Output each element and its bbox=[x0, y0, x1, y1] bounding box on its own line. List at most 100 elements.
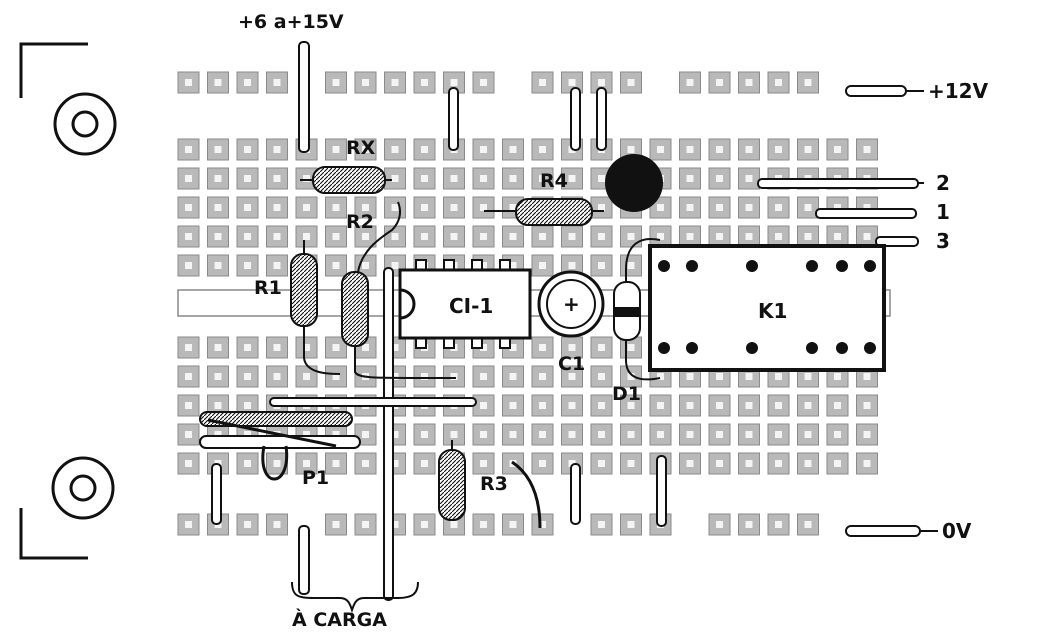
jumper-wires bbox=[211, 87, 667, 595]
pad-hole bbox=[421, 373, 428, 380]
label-load: À CARGA bbox=[292, 608, 387, 630]
mounting-bracket bbox=[19, 42, 88, 560]
pad-hole bbox=[745, 460, 753, 467]
pad-hole bbox=[863, 431, 871, 438]
pad-hole bbox=[450, 431, 458, 438]
pad-hole bbox=[244, 402, 251, 409]
pad-hole bbox=[332, 344, 340, 351]
label-terminal-2: 2 bbox=[936, 171, 950, 195]
pad-hole bbox=[185, 431, 192, 438]
pad-hole bbox=[716, 146, 723, 153]
pad-hole bbox=[185, 460, 192, 467]
pad-hole bbox=[391, 431, 399, 438]
pad-hole bbox=[716, 460, 723, 467]
pad-hole bbox=[332, 146, 340, 153]
pad-hole bbox=[775, 204, 782, 211]
pad-hole bbox=[568, 262, 576, 269]
pad-hole bbox=[804, 233, 812, 240]
pad-hole bbox=[627, 521, 635, 528]
pad-hole bbox=[185, 521, 192, 528]
load-bracket bbox=[291, 581, 419, 614]
pad-hole bbox=[509, 233, 517, 240]
resistor-r1 bbox=[290, 240, 341, 375]
pad-hole bbox=[391, 146, 399, 153]
pad-hole bbox=[657, 204, 664, 211]
pad-hole bbox=[391, 344, 399, 351]
pad-hole bbox=[421, 431, 428, 438]
pad-hole bbox=[804, 431, 812, 438]
pad-hole bbox=[657, 373, 664, 380]
pad-hole bbox=[745, 79, 753, 86]
pad-hole bbox=[509, 175, 517, 182]
pad-hole bbox=[332, 233, 340, 240]
pad-hole bbox=[568, 79, 576, 86]
pad-hole bbox=[273, 204, 281, 211]
pad-hole bbox=[273, 460, 281, 467]
pad-hole bbox=[185, 262, 192, 269]
pad-hole bbox=[214, 344, 222, 351]
pad-hole bbox=[863, 233, 871, 240]
label-r3: R3 bbox=[480, 473, 508, 495]
pad-hole bbox=[509, 204, 517, 211]
pad-hole bbox=[362, 344, 369, 351]
pad-hole bbox=[244, 460, 251, 467]
pad-hole bbox=[509, 146, 517, 153]
pad-hole bbox=[686, 146, 694, 153]
pad-hole bbox=[480, 146, 487, 153]
pad-hole bbox=[568, 402, 576, 409]
pad-hole bbox=[244, 262, 251, 269]
pad-hole bbox=[421, 521, 428, 528]
pad-hole bbox=[214, 175, 222, 182]
pad-hole bbox=[509, 431, 517, 438]
pad-hole bbox=[775, 233, 782, 240]
relay-k1 bbox=[648, 244, 886, 372]
pad-hole bbox=[627, 146, 635, 153]
pad-hole bbox=[244, 344, 251, 351]
pad-hole bbox=[598, 262, 605, 269]
pad-hole bbox=[185, 204, 192, 211]
relay-pin bbox=[836, 260, 848, 272]
pad-hole bbox=[863, 204, 871, 211]
pad-hole bbox=[539, 233, 546, 240]
pad-hole bbox=[775, 431, 782, 438]
pad-hole bbox=[332, 373, 340, 380]
pad-hole bbox=[185, 402, 192, 409]
resistor-r2 bbox=[341, 201, 456, 379]
pad-hole bbox=[509, 402, 517, 409]
pad-hole bbox=[745, 373, 753, 380]
pad-hole bbox=[185, 344, 192, 351]
pad-hole bbox=[273, 79, 281, 86]
pad-hole bbox=[775, 79, 782, 86]
pad-hole bbox=[834, 146, 841, 153]
pad-hole bbox=[509, 344, 517, 351]
pad-hole bbox=[480, 521, 487, 528]
pad-hole bbox=[716, 79, 723, 86]
pad-hole bbox=[480, 431, 487, 438]
label-12v: +12V bbox=[928, 79, 989, 103]
pad-hole bbox=[421, 175, 428, 182]
pad-hole bbox=[834, 402, 841, 409]
pad-hole bbox=[391, 233, 399, 240]
relay-pin bbox=[836, 342, 848, 354]
pad-hole bbox=[214, 79, 222, 86]
pad-hole bbox=[450, 373, 458, 380]
pad-hole bbox=[450, 521, 458, 528]
pad-hole bbox=[332, 431, 340, 438]
pad-hole bbox=[539, 402, 546, 409]
pad-hole bbox=[716, 431, 723, 438]
pad-hole bbox=[185, 79, 192, 86]
pad-hole bbox=[421, 233, 428, 240]
pad-hole bbox=[627, 431, 635, 438]
pad-hole bbox=[775, 373, 782, 380]
pad-hole bbox=[539, 344, 546, 351]
capacitor-c1 bbox=[537, 270, 605, 338]
terminal-wires bbox=[757, 85, 938, 537]
pad-hole bbox=[804, 373, 812, 380]
pad-hole bbox=[480, 344, 487, 351]
pad-hole bbox=[332, 79, 340, 86]
pad-hole bbox=[362, 146, 369, 153]
pad-hole bbox=[834, 204, 841, 211]
label-0v: 0V bbox=[942, 519, 972, 543]
load-wire bbox=[383, 267, 394, 601]
